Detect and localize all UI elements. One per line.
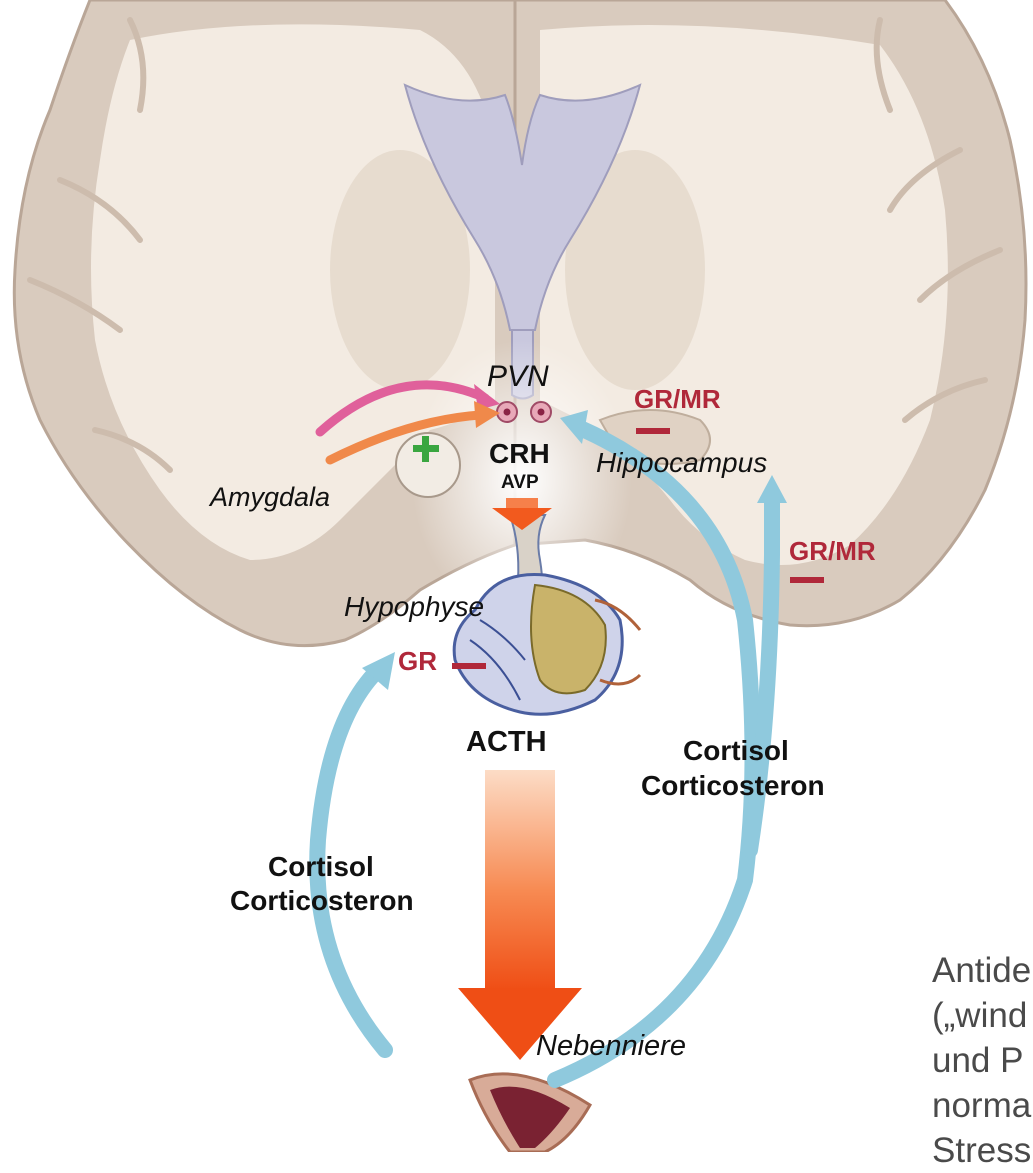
acth-arrow-shaft <box>485 770 555 990</box>
pvn-label: PVN <box>487 362 549 392</box>
inhibition-minus-upper <box>636 428 670 434</box>
cortisol-left-label: Cortisol <box>268 853 374 881</box>
side-caption: Antide („wind und P norma Stress <box>932 948 1031 1173</box>
corticosteron-right-label: Corticosteron <box>641 772 825 800</box>
hippocampus-label: Hippocampus <box>596 449 767 477</box>
gr-mr-upper-label: GR/MR <box>634 386 721 412</box>
adrenal-gland <box>470 1074 590 1152</box>
side-caption-line-2: („wind <box>932 993 1031 1038</box>
crh-label: CRH <box>489 440 550 468</box>
avp-label: AVP <box>501 473 539 492</box>
nebenniere-label: Nebenniere <box>536 1032 686 1061</box>
inhibition-minus-lower <box>790 577 824 583</box>
corticosteron-left-label: Corticosteron <box>230 887 414 915</box>
side-caption-line-5: Stress <box>932 1128 1031 1173</box>
amygdala-label: Amygdala <box>210 484 330 511</box>
cortisol-right-label: Cortisol <box>683 737 789 765</box>
side-caption-line-3: und P <box>932 1038 1031 1083</box>
side-caption-line-4: norma <box>932 1083 1031 1128</box>
hypophyse-label: Hypophyse <box>344 593 484 621</box>
gr-label: GR <box>398 648 437 674</box>
stimulation-plus-v <box>422 436 429 462</box>
acth-label: ACTH <box>466 728 547 757</box>
side-caption-line-1: Antide <box>932 948 1031 993</box>
gr-mr-lower-label: GR/MR <box>789 538 876 564</box>
inhibition-minus-gr <box>452 663 486 669</box>
